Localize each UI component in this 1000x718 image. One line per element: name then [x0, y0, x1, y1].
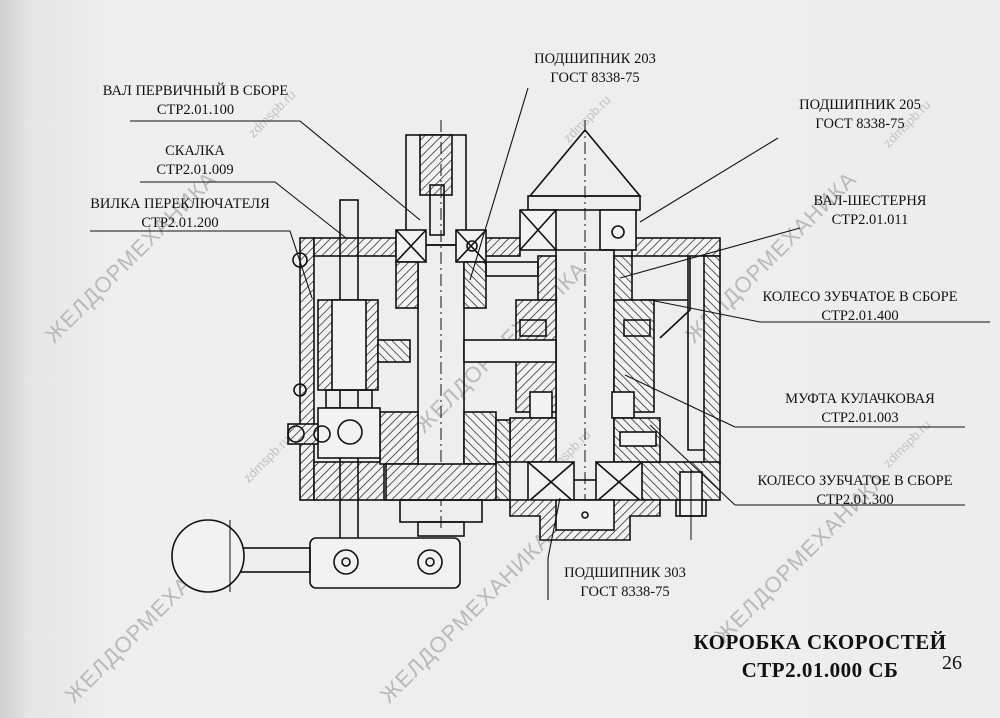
primary-gear-lower: [379, 411, 419, 465]
label-name: ВАЛ ПЕРВИЧНЫЙ В СБОРЕ: [102, 83, 289, 99]
label-code: СТР2.01.009: [156, 162, 234, 178]
housing-right-inner: [687, 256, 704, 451]
housing-bottom-left: [313, 461, 385, 501]
label-name: КОЛЕСО ЗУБЧАТОЕ В СБОРЕ: [757, 473, 953, 489]
label-code: ГОСТ 8338-75: [815, 116, 905, 132]
label-gear-wheel-400: КОЛЕСО ЗУБЧАТОЕ В СБОРЕ СТР2.01.400: [740, 288, 980, 326]
lever-body: [309, 537, 461, 589]
label-dog-clutch: МУФТА КУЛАЧКОВАЯ СТР2.01.003: [760, 390, 960, 428]
label-name: СКАЛКА: [165, 143, 225, 159]
label-bearing-203: ПОДШИПНИК 203 ГОСТ 8338-75: [510, 50, 680, 88]
label-code: СТР2.01.300: [816, 492, 894, 508]
gear-wheel-300: [509, 417, 557, 463]
label-name: ПОДШИПНИК 205: [799, 97, 921, 113]
dog-clutch: [529, 391, 553, 419]
housing-left-wall: [299, 237, 315, 501]
label-name: ПОДШИПНИК 203: [534, 51, 656, 67]
label-gear-wheel-300: КОЛЕСО ЗУБЧАТОЕ В СБОРЕ СТР2.01.300: [735, 472, 975, 510]
label-code: СТР2.01.011: [831, 212, 909, 228]
label-code: СТР2.01.400: [821, 308, 899, 324]
label-code: СТР2.01.003: [821, 410, 899, 426]
label-primary-shaft: ВАЛ ПЕРВИЧНЫЙ В СБОРЕ СТР2.01.100: [78, 82, 313, 120]
label-gear-shaft: ВАЛ-ШЕСТЕРНЯ СТР2.01.011: [800, 192, 940, 230]
label-name: ВАЛ-ШЕСТЕРНЯ: [813, 193, 927, 209]
housing-top-right: [631, 237, 721, 257]
label-code: ГОСТ 8338-75: [550, 70, 640, 86]
housing-right-wall: [703, 255, 721, 465]
label-code: СТР2.01.200: [141, 215, 219, 231]
label-name: МУФТА КУЛАЧКОВАЯ: [785, 391, 935, 407]
housing-top-left: [313, 237, 397, 257]
label-rolling-pin: СКАЛКА СТР2.01.009: [130, 142, 260, 180]
lever-knob: [171, 519, 245, 593]
label-name: ПОДШИПНИК 303: [564, 565, 686, 581]
title-line-2: СТР2.01.000 СБ: [741, 658, 899, 682]
primary-shaft-bore: [419, 134, 453, 196]
label-code: ГОСТ 8338-75: [580, 584, 670, 600]
label-bearing-303: ПОДШИПНИК 303 ГОСТ 8338-75: [540, 564, 710, 602]
leader-lines: [90, 87, 990, 600]
label-shift-fork: ВИЛКА ПЕРЕКЛЮЧАТЕЛЯ СТР2.01.200: [80, 195, 280, 233]
primary-gear-upper: [395, 261, 419, 309]
drawing-title: КОРОБКА СКОРОСТЕЙ СТР2.01.000 СБ: [660, 628, 980, 684]
page-number: 26: [942, 652, 962, 674]
label-name: КОЛЕСО ЗУБЧАТОЕ В СБОРЕ: [762, 289, 958, 305]
label-name: ВИЛКА ПЕРЕКЛЮЧАТЕЛЯ: [90, 196, 270, 212]
title-line-1: КОРОБКА СКОРОСТЕЙ: [693, 630, 947, 654]
label-bearing-205: ПОДШИПНИК 205 ГОСТ 8338-75: [775, 96, 945, 134]
housing-bottom-right: [635, 461, 721, 501]
label-code: СТР2.01.100: [156, 102, 235, 118]
